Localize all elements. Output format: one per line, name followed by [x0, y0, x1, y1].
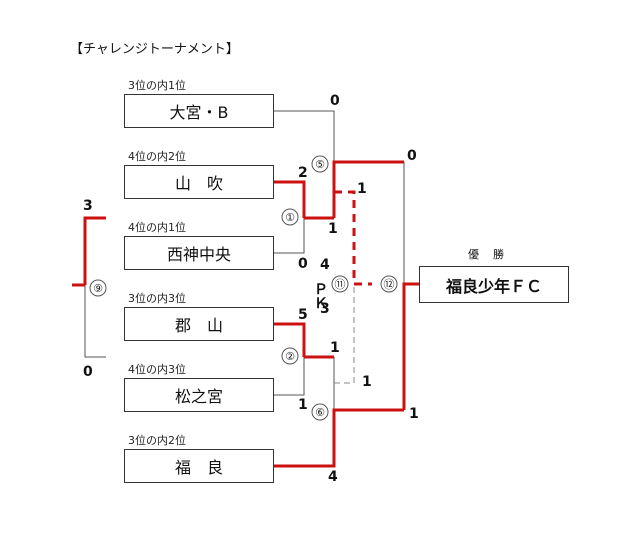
team-seed: 3位の内1位: [128, 79, 186, 92]
score-m2-matsunomiya: 1: [298, 397, 308, 413]
score-m5-omiya: 0: [330, 93, 340, 109]
match-5-lines: [274, 110, 404, 218]
svg-text:②: ②: [285, 350, 295, 363]
match-6-lines: [274, 357, 404, 468]
team-seed: 3位の内3位: [128, 292, 186, 305]
team-seed: 4位の内2位: [128, 150, 186, 163]
score-m1-nishikami: 0: [298, 256, 308, 272]
bracket-title: 【チャレンジトーナメント】: [70, 42, 239, 57]
team-name: 西神中央: [166, 245, 231, 264]
score-m5-m1: 1: [328, 221, 338, 237]
team-box-matsunomiya: 松之宮: [124, 378, 274, 412]
svg-text:⑪: ⑪: [335, 278, 346, 291]
team-name: 松之宮: [174, 387, 223, 406]
score-m11-bottom: 1: [362, 374, 372, 390]
score-m11-pk-bottom: 3: [320, 301, 330, 317]
team-seed: 4位の内1位: [128, 221, 186, 234]
score-m11-pk-label: ＰＫ: [312, 282, 328, 310]
score-m6-m2: 1: [330, 340, 340, 356]
svg-text:⑤: ⑤: [315, 158, 325, 171]
match-number-1: ①: [281, 208, 299, 226]
team-name: 山 吹: [174, 174, 223, 193]
score-m2-koriyama: 5: [298, 307, 308, 323]
score-m9-bottom: 0: [83, 364, 93, 380]
match-number-9: ⑨: [89, 279, 107, 297]
team-seed: 3位の内2位: [128, 434, 186, 447]
team-box-nishikami-chuo: 西神中央: [124, 236, 274, 270]
score-m1-yamabuki: 2: [298, 165, 308, 181]
match-2-lines: [274, 322, 334, 396]
match-number-2: ②: [281, 347, 299, 365]
team-name: 大宮・B: [169, 103, 229, 122]
champion-box: 福良少年ＦＣ: [419, 266, 569, 303]
champion-heading: 優勝: [468, 248, 518, 261]
team-name: 郡 山: [174, 316, 223, 335]
match-12-lines: [402, 162, 419, 410]
team-box-fukura: 福 良: [124, 449, 274, 483]
svg-text:①: ①: [285, 211, 295, 224]
score-m11-top: 1: [357, 181, 367, 197]
match-number-5: ⑤: [311, 155, 329, 173]
match-11-lines: [334, 190, 372, 384]
svg-text:⑨: ⑨: [93, 282, 103, 295]
team-box-yamabuki: 山 吹: [124, 165, 274, 199]
match-number-12: ⑫: [380, 275, 398, 293]
champion-name: 福良少年ＦＣ: [445, 276, 542, 296]
svg-text:⑥: ⑥: [315, 406, 325, 419]
match-number-11: ⑪: [331, 275, 349, 293]
score-m6-fukura: 4: [328, 469, 338, 485]
team-box-omiya-b: 大宮・B: [124, 94, 274, 128]
score-m9-top: 3: [83, 198, 93, 214]
team-box-koriyama: 郡 山: [124, 307, 274, 341]
match-1-lines: [274, 180, 334, 254]
match-number-6: ⑥: [311, 403, 329, 421]
score-m11-pk-top: 4: [320, 257, 330, 273]
svg-text:⑫: ⑫: [384, 278, 395, 291]
score-m12-top: 0: [407, 148, 417, 164]
match-9-lines: [72, 216, 106, 358]
team-seed: 4位の内3位: [128, 363, 186, 376]
team-name: 福 良: [174, 458, 223, 477]
score-m12-bottom: 1: [409, 406, 419, 422]
